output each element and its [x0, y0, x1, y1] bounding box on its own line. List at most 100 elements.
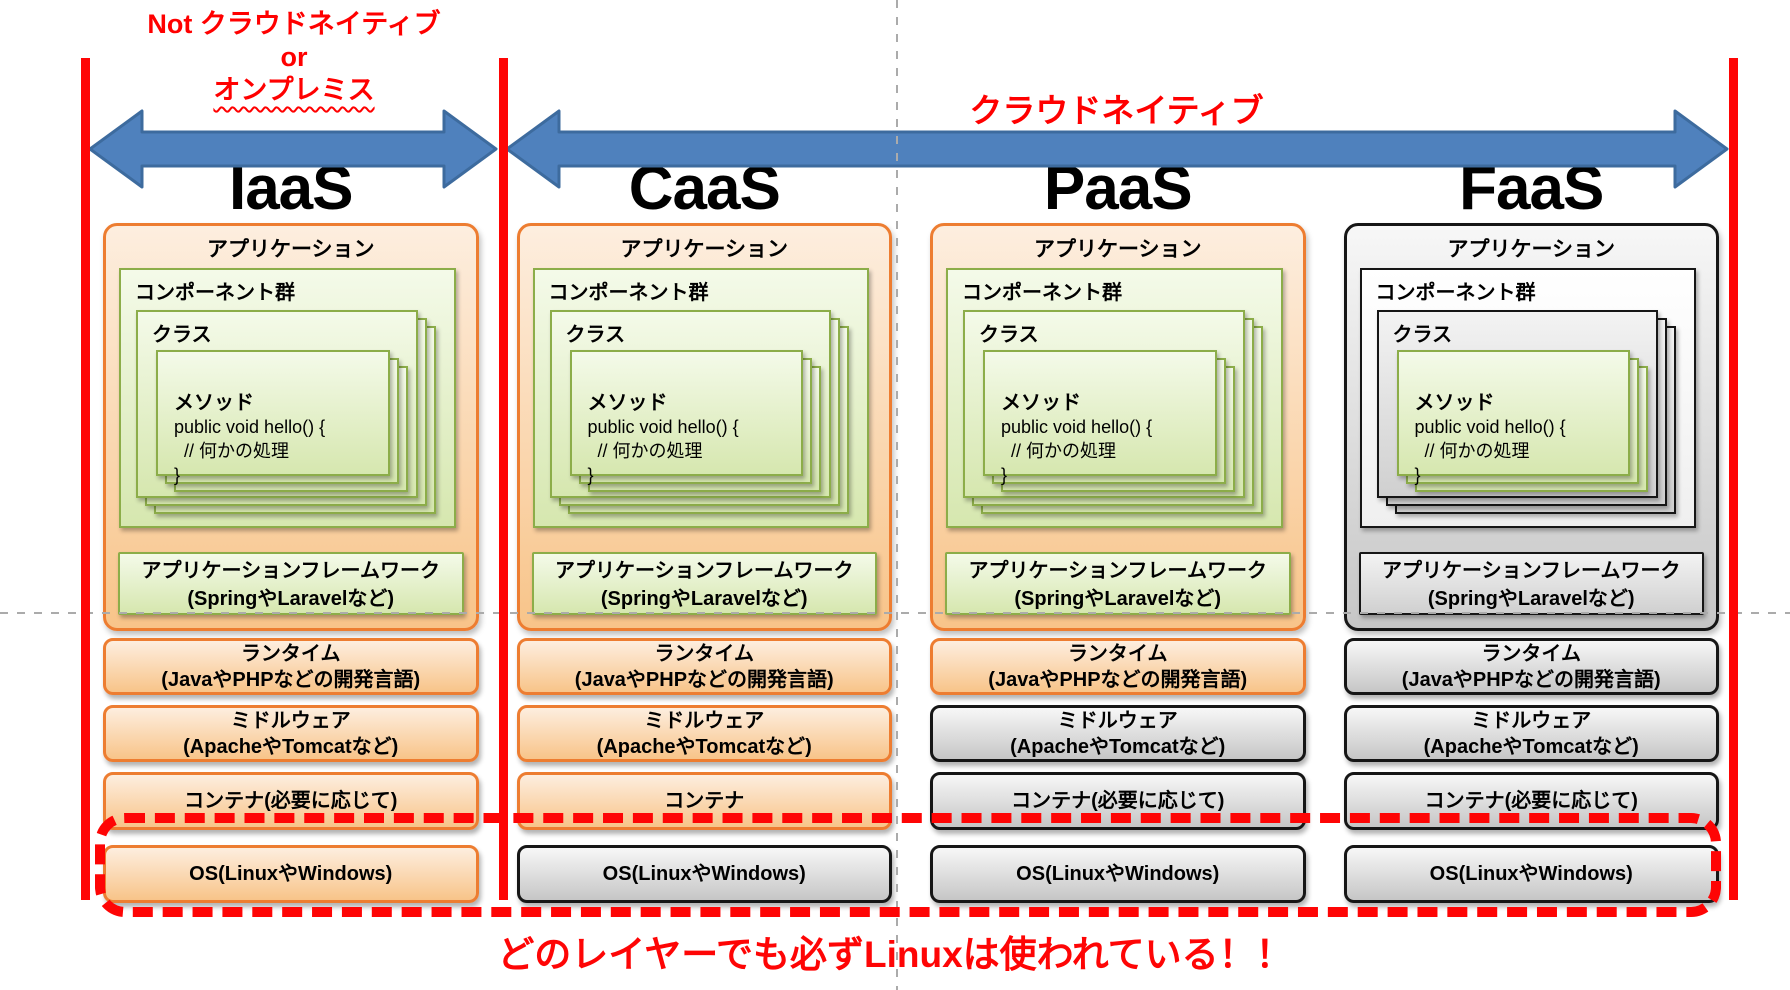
runtime-label: (JavaやPHPなどの開発言語) — [161, 668, 421, 691]
middleware-box: ミドルウェア (ApacheやTomcatなど) — [103, 705, 479, 762]
runtime-label: ランタイム — [654, 642, 755, 665]
middleware-label: (ApacheやTomcatなど) — [183, 735, 399, 758]
linux-highlight-dashed-box — [95, 813, 1721, 917]
red-boundary-line-middle — [499, 58, 508, 900]
runtime-label: (JavaやPHPなどの開発言語) — [988, 668, 1248, 691]
method-code-line: } — [587, 465, 594, 485]
middleware-label: ミドルウェア — [230, 709, 351, 732]
class-title: クラス — [565, 324, 626, 346]
method-box: メソッド public void hello() { // 何かの処理} — [983, 350, 1217, 485]
method-code-line: // 何かの処理 — [174, 441, 290, 461]
middleware-label: ミドルウェア — [1057, 709, 1178, 732]
container-label: コンテナ — [664, 790, 745, 812]
os-box: OS(LinuxやWindows) — [930, 845, 1306, 903]
class-stack: クラスメソッド public void hello() { // 何かの処理} — [136, 310, 436, 514]
os-label: OS(LinuxやWindows) — [602, 863, 806, 885]
middleware-box: ミドルウェア (ApacheやTomcatなど) — [1343, 705, 1719, 762]
method-code-line: public void hello() { — [1414, 417, 1566, 437]
framework-line: アプリケーションフレームワーク — [1382, 560, 1681, 582]
application-title: アプリケーション — [206, 238, 375, 261]
runtime-label: ランタイム — [1481, 642, 1582, 665]
method-title: メソッド — [1001, 392, 1081, 414]
method-content: メソッド public void hello() { // 何かの処理} — [174, 386, 378, 487]
horizontal-guide-line — [0, 612, 1790, 614]
not-cloud-native-line3: オンプレミス — [213, 75, 375, 105]
linux-note-caption: どのレイヤーでも必ずLinuxは使われている！！ — [497, 934, 1293, 975]
red-boundary-line-left — [81, 58, 90, 900]
runtime-box: ランタイム (JavaやPHPなどの開発言語) — [1343, 638, 1719, 695]
middleware-label: (ApacheやTomcatなど) — [1423, 735, 1639, 758]
red-boundary-line-right — [1729, 58, 1738, 900]
method-code-line: } — [174, 465, 181, 485]
framework-line: (SpringやLaravelなど) — [1427, 588, 1635, 610]
component-group-title: コンポーネント群 — [962, 282, 1122, 304]
framework-line: アプリケーションフレームワーク — [555, 560, 854, 582]
method-code-line: // 何かの処理 — [1001, 441, 1117, 461]
method-code-line: // 何かの処理 — [587, 441, 703, 461]
application-box: アプリケーションコンポーネント群クラスメソッド public void hello… — [103, 223, 479, 631]
class-box: クラスメソッド public void hello() { // 何かの処理} — [136, 310, 418, 498]
middleware-label: (ApacheやTomcatなど) — [596, 735, 812, 758]
method-code-line: } — [1001, 465, 1008, 485]
class-title: クラス — [1392, 324, 1453, 346]
not-cloud-native-line2: or — [280, 42, 308, 72]
vertical-guide-line — [896, 0, 898, 990]
runtime-box: ランタイム (JavaやPHPなどの開発言語) — [930, 638, 1306, 695]
component-group-title: コンポーネント群 — [1375, 282, 1536, 304]
framework-line: (SpringやLaravelなど) — [600, 588, 808, 610]
application-title: アプリケーション — [1447, 238, 1616, 261]
os-label: OS(LinuxやWindows) — [1429, 863, 1633, 885]
component-group-box: コンポーネント群クラスメソッド public void hello() { // … — [119, 268, 456, 528]
method-title: メソッド — [174, 392, 254, 414]
framework-box: アプリケーションフレームワーク(SpringやLaravelなど) — [118, 552, 464, 615]
method-code-line: public void hello() { — [587, 417, 739, 437]
component-area: コンポーネント群クラスメソッド public void hello() { // … — [119, 268, 456, 528]
framework-line: アプリケーションフレームワーク — [968, 560, 1267, 582]
os-box: OS(LinuxやWindows) — [516, 845, 892, 903]
os-box: OS(LinuxやWindows) — [103, 845, 479, 903]
cloud-native-label: クラウドネイティブ — [969, 92, 1264, 129]
not-cloud-native-label: Not クラウドネイティブ or オンプレミス — [85, 8, 503, 107]
runtime-label: (JavaやPHPなどの開発言語) — [1401, 668, 1661, 691]
middleware-label: ミドルウェア — [644, 709, 765, 732]
middleware-box: ミドルウェア (ApacheやTomcatなど) — [516, 705, 892, 762]
container-label: コンテナ(必要に応じて) — [184, 790, 398, 812]
component-group-title: コンポーネント群 — [135, 282, 295, 304]
middleware-label: (ApacheやTomcatなど) — [1010, 735, 1226, 758]
middleware-label: ミドルウェア — [1471, 709, 1592, 732]
os-label: OS(LinuxやWindows) — [189, 863, 393, 885]
runtime-label: ランタイム — [240, 642, 341, 665]
method-code-line: public void hello() { — [174, 417, 326, 437]
not-cloud-native-line1: Not クラウドネイティブ — [147, 9, 441, 39]
class-title: クラス — [152, 324, 212, 346]
runtime-label: (JavaやPHPなどの開発言語) — [574, 668, 834, 691]
runtime-label: ランタイム — [1067, 642, 1168, 665]
container-label: コンテナ(必要に応じて) — [1011, 790, 1225, 812]
method-stack: メソッド public void hello() { // 何かの処理} — [156, 350, 408, 492]
method-code-line: public void hello() { — [1001, 417, 1153, 437]
os-box: OS(LinuxやWindows) — [1343, 845, 1719, 903]
runtime-box: ランタイム (JavaやPHPなどの開発言語) — [516, 638, 892, 695]
runtime-box: ランタイム (JavaやPHPなどの開発言語) — [103, 638, 479, 695]
